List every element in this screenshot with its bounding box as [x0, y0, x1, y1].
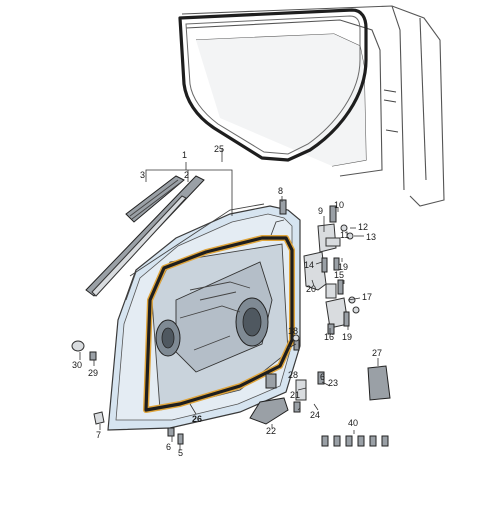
- callout-15: 15: [334, 270, 344, 280]
- callout-22: 22: [266, 426, 276, 436]
- upper-hinge: [303, 205, 354, 291]
- pin-8: [279, 199, 287, 215]
- callout-5: 5: [178, 448, 183, 458]
- check-strap: [293, 371, 325, 413]
- callout-11: 11: [340, 230, 349, 240]
- callout-17: 17: [362, 292, 372, 302]
- callout-21: 21: [290, 390, 300, 400]
- callout-26: 26: [192, 414, 202, 424]
- callout-2: 2: [184, 170, 189, 180]
- callout-30: 30: [72, 360, 82, 370]
- callout-19a: 19: [338, 262, 348, 272]
- callout-40: 40: [348, 418, 358, 428]
- door-shell: [107, 203, 301, 431]
- callout-1: 1: [182, 150, 187, 160]
- callout-6: 6: [320, 372, 325, 382]
- cap-30: [71, 340, 85, 352]
- body-door-opening: [181, 5, 445, 207]
- screw-6-5: [167, 427, 184, 445]
- callout-7: 7: [96, 430, 101, 440]
- callout-13: 13: [366, 232, 376, 242]
- bolt-14: [321, 257, 328, 273]
- callout-28: 28: [288, 370, 298, 380]
- handle-22: [249, 397, 289, 425]
- callout-14: 14: [304, 260, 314, 270]
- callout-18: 18: [288, 326, 298, 336]
- callout-29: 29: [88, 368, 98, 378]
- fastener-set-40: [321, 435, 389, 447]
- screw-18: [292, 334, 300, 351]
- door-seal: [143, 235, 295, 413]
- window-trim-strips: [85, 175, 205, 297]
- callout-27: 27: [372, 348, 382, 358]
- callout-20: 20: [306, 284, 316, 294]
- lower-hinge: [325, 279, 360, 335]
- part-28: [265, 373, 277, 389]
- callout-3: 3: [140, 170, 145, 180]
- callout-labels: 1 2 3 25 8 9 10 11 12 13 14 19 20 18 15 …: [72, 144, 382, 458]
- callout-23: 23: [328, 378, 338, 388]
- callout-10: 10: [334, 200, 344, 210]
- callout-24: 24: [310, 410, 320, 420]
- callout-16: 16: [324, 332, 334, 342]
- callout-8: 8: [278, 186, 283, 196]
- callout-9: 9: [318, 206, 323, 216]
- callout-6b: 6: [166, 442, 171, 452]
- callout-25: 25: [214, 144, 224, 154]
- door-opening-seal: [178, 8, 368, 162]
- screw-29: [89, 351, 97, 361]
- callout-12: 12: [358, 222, 368, 232]
- part-27: [367, 365, 391, 401]
- callout-19b: 19: [342, 332, 352, 342]
- leader-lines: [79, 148, 379, 450]
- clip-7: [93, 411, 105, 425]
